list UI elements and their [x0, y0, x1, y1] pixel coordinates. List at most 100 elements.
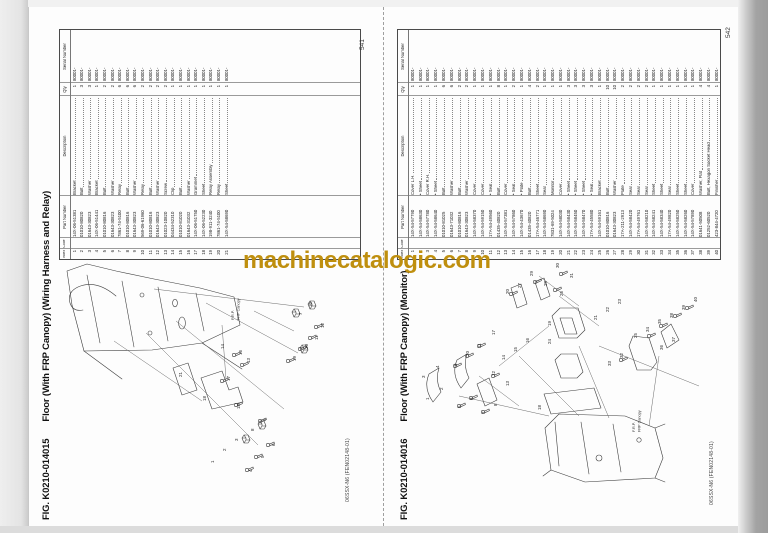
callout-number: 23	[617, 298, 622, 304]
cell-qty: 1	[598, 83, 602, 96]
callout-number: 38	[669, 312, 674, 318]
cell-part-number: 01643-30823	[613, 211, 618, 237]
cell-part-number: 14X-54-58260	[683, 209, 688, 237]
cell-qty: 1	[411, 83, 415, 96]
catalog-page-541: FIG. K0210-014015 Floor (With FRP Canopy…	[28, 7, 385, 526]
cell-description: Grommet	[194, 96, 198, 196]
cell-qty: 6	[118, 83, 122, 96]
col-header-serial-number: Serial Number	[400, 43, 405, 70]
cell-serial-number: 80001-	[418, 67, 423, 81]
cell-serial-number: 80001-	[535, 67, 540, 81]
cell-qty: 1	[217, 83, 221, 96]
callout-number: 11	[314, 335, 319, 340]
cell-qty: 10	[605, 85, 610, 90]
cell-qty: 1	[551, 83, 555, 96]
cell-index: 12	[156, 250, 161, 255]
cell-serial-number: 80001-	[194, 67, 199, 81]
cell-qty: 2	[465, 83, 469, 96]
callout-number: 40	[693, 296, 698, 302]
cell-qty: 6	[133, 83, 137, 96]
cell-description: Washer	[613, 96, 617, 196]
cell-description: Cover	[504, 96, 508, 196]
col-header-description: Description	[62, 135, 67, 157]
callout-number: 28	[543, 280, 548, 286]
cell-qty: 1	[668, 83, 672, 96]
cell-serial-number: 80001-	[566, 67, 571, 81]
cell-qty: 1	[473, 83, 477, 96]
cell-serial-number: 80001-	[148, 67, 153, 81]
cell-part-number: 01643-30823	[156, 211, 161, 237]
cell-serial-number: 80001-	[171, 67, 176, 81]
cell-qty: 2	[645, 83, 649, 96]
cell-index: 29	[629, 250, 634, 255]
cell-index: 16	[527, 250, 532, 255]
cell-description: Clip	[171, 96, 175, 196]
cell-part-number: 01023-10820	[163, 211, 168, 237]
callout-number: 2	[222, 448, 227, 451]
cell-qty: 6	[126, 83, 130, 96]
callout-number: 24	[547, 338, 552, 344]
cell-part-number: 14X-06-51750	[194, 209, 199, 237]
col-header-serial-number: Serial Number	[62, 43, 67, 70]
cell-description: Relay	[141, 96, 145, 196]
cell-index: 9	[133, 249, 137, 259]
callout-number: 31	[569, 272, 574, 278]
col-header-part-number: Part Number	[62, 205, 67, 229]
cell-part-number: 01010-80816	[103, 211, 108, 237]
cell-serial-number: 80001-	[103, 67, 108, 81]
cell-part-number: 01643-30823	[110, 211, 115, 237]
callout-number: 8	[250, 428, 255, 431]
cell-index: 21	[224, 250, 229, 255]
col-header-description: Description	[400, 135, 405, 157]
cell-index: 20	[216, 250, 221, 255]
cell-index: 31	[644, 250, 649, 255]
callout-number: 19	[547, 320, 552, 326]
table-row: 77861-74-5100Relay680001-	[117, 30, 125, 259]
callout-number: 6	[469, 397, 474, 400]
cell-qty: 1	[691, 83, 695, 96]
cell-description: Washer	[465, 96, 469, 196]
cell-serial-number: 80001-	[209, 67, 214, 81]
cell-description: Relay	[217, 96, 221, 196]
cell-part-number: 198-911-3240	[209, 210, 214, 237]
cell-description: Bracket	[598, 96, 602, 196]
cell-part-number: 14X-54-58450	[574, 209, 579, 237]
cell-description: Cover	[473, 96, 477, 196]
cell-part-number: 01010-81020	[178, 211, 183, 237]
cell-serial-number: 80001-	[699, 67, 704, 81]
callout-number: 30	[555, 262, 560, 268]
cell-part-number: 01010-80816	[148, 211, 153, 237]
cell-serial-number: 80001-	[574, 67, 579, 81]
catalog-page-542: FIG. K0210-014016 Floor (With FRP Canopy…	[384, 7, 738, 526]
callout-number: 14	[220, 343, 225, 349]
cell-qty: 1	[171, 83, 175, 96]
cell-serial-number: 80001-	[543, 67, 548, 81]
cell-part-number: 14X-54-58241	[652, 209, 657, 237]
cell-part-number: 569-06-61960	[140, 210, 145, 237]
callout-number: 8	[493, 403, 498, 406]
callout-number: 2	[439, 387, 444, 390]
fastener-parts	[452, 270, 694, 415]
frp-canopy-label-line2: FRP Canopy	[237, 298, 241, 320]
col-header-code: Code	[63, 239, 67, 248]
cell-qty: 3	[80, 83, 84, 96]
cell-part-number: 14X-54-58640	[434, 209, 439, 237]
cell-serial-number: 80001-	[582, 67, 587, 81]
cell-part-number: 01435-40820	[496, 211, 501, 237]
cell-description: Monitor	[551, 96, 555, 196]
cell-serial-number: 80001-	[590, 67, 595, 81]
cell-part-number: 14X-54-57780	[426, 209, 431, 237]
cell-part-number: 14X-54-58470	[582, 209, 587, 237]
cell-index: 11	[148, 250, 153, 255]
